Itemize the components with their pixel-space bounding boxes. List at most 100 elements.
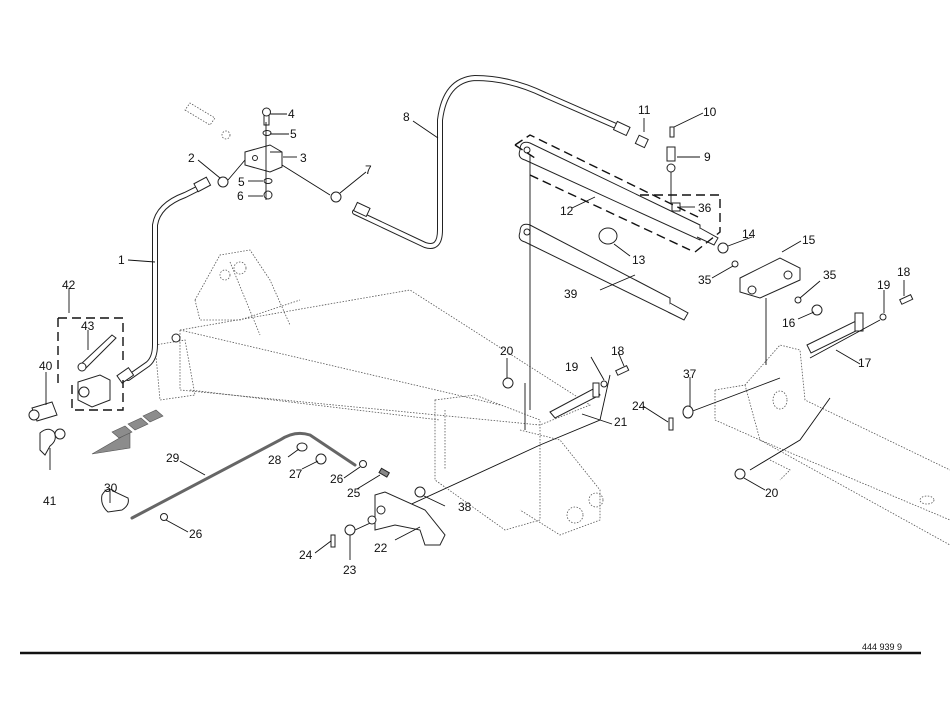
- label-29: 29: [166, 451, 180, 465]
- part-26-clip-left: [160, 513, 168, 521]
- label-39: 39: [564, 287, 578, 301]
- label-4: 4: [288, 107, 295, 121]
- label-43: 43: [81, 319, 95, 333]
- part-11-adapter: [634, 134, 649, 149]
- part-15-bracket: [739, 257, 801, 299]
- label-41: 41: [43, 494, 57, 508]
- label-15: 15: [802, 233, 816, 247]
- label-14: 14: [742, 227, 756, 241]
- hose-8: [352, 74, 631, 249]
- label-18-right: 18: [897, 265, 911, 279]
- part-18-bolt-right: [899, 293, 914, 305]
- part-26-clip-right: [359, 460, 367, 468]
- part-18-bolt-center: [615, 364, 630, 376]
- part-2-fitting: [217, 176, 229, 188]
- label-7: 7: [365, 163, 372, 177]
- label-40: 40: [39, 359, 53, 373]
- label-11: 11: [638, 103, 651, 117]
- label-3: 3: [300, 151, 307, 165]
- label-27: 27: [289, 467, 303, 481]
- label-22: 22: [374, 541, 388, 555]
- label-30: 30: [104, 481, 118, 495]
- label-38: 38: [458, 500, 472, 514]
- label-13: 13: [632, 253, 646, 267]
- part-7-fitting: [330, 191, 342, 203]
- label-35-right: 35: [823, 268, 837, 282]
- part-20-nut-center: [502, 377, 514, 389]
- label-24-right: 24: [632, 399, 646, 413]
- label-8: 8: [403, 110, 410, 124]
- label-2: 2: [188, 151, 195, 165]
- part-17-pin: [806, 312, 864, 354]
- leader-lines: [45, 112, 905, 560]
- label-26-right: 26: [330, 472, 344, 486]
- label-16: 16: [782, 316, 796, 330]
- part-42-valve: [77, 374, 111, 408]
- part-24-pin-left: [330, 534, 336, 548]
- part-41-cap: [39, 428, 66, 456]
- part-22-plate: [367, 491, 446, 546]
- part-39-cylinder: [518, 223, 689, 321]
- part-30-handle: [101, 488, 129, 513]
- label-10: 10: [703, 105, 717, 119]
- part-16-nut: [811, 304, 823, 316]
- part-labels: 1 2 3 4 5 5 6 7 8 9 10 11 12 13 14 15 16…: [39, 103, 911, 577]
- label-12: 12: [560, 204, 574, 218]
- part-28-oring: [296, 442, 308, 452]
- part-6-nut: [263, 190, 273, 200]
- part-40-coupler: [28, 401, 58, 422]
- ghost-fitting: [184, 102, 231, 140]
- part-20-nut-right: [734, 468, 746, 480]
- label-26-left: 26: [189, 527, 203, 541]
- part-9-banjo: [666, 146, 676, 173]
- part-25-nipple: [378, 467, 391, 478]
- label-20-right: 20: [765, 486, 779, 500]
- part-27-nut: [315, 453, 327, 465]
- label-5-top: 5: [290, 127, 297, 141]
- travel-direction-arrow: [91, 409, 164, 455]
- part-5-washer-top: [262, 130, 272, 136]
- part-38-washer: [414, 486, 426, 498]
- part-12-cylinder: [518, 141, 719, 246]
- label-23: 23: [343, 563, 357, 577]
- label-28: 28: [268, 453, 282, 467]
- part-13-clamp: [598, 227, 618, 245]
- right-frame: [714, 344, 950, 546]
- label-42: 42: [62, 278, 76, 292]
- part-5-washer-bottom: [263, 178, 273, 184]
- hose-1: [116, 176, 212, 384]
- assembly-box-12: [514, 134, 721, 253]
- part-35-washer-a: [731, 260, 739, 268]
- part-37-bushing: [682, 405, 694, 419]
- label-25: 25: [347, 486, 361, 500]
- label-19-right: 19: [877, 278, 891, 292]
- part-10-bolt: [669, 126, 675, 138]
- label-24-left: 24: [299, 548, 313, 562]
- part-21-pin: [549, 382, 601, 419]
- label-6: 6: [237, 189, 244, 203]
- drawing-number: 444 939 9: [862, 642, 902, 652]
- label-36: 36: [698, 201, 712, 215]
- assembly-box-42: [57, 317, 124, 411]
- label-37: 37: [683, 367, 697, 381]
- part-19-washer-center: [600, 380, 608, 388]
- label-9: 9: [704, 150, 711, 164]
- assembly-axes: [227, 122, 881, 531]
- label-1: 1: [118, 253, 125, 267]
- label-17: 17: [858, 356, 872, 370]
- part-3-block: [244, 144, 283, 173]
- part-43-lever: [77, 334, 117, 372]
- part-4-bolt: [262, 107, 271, 126]
- part-35-washer-b: [794, 296, 802, 304]
- label-5-bottom: 5: [238, 175, 245, 189]
- label-35-left: 35: [698, 273, 712, 287]
- label-18-center: 18: [611, 344, 625, 358]
- part-14-nut: [717, 242, 729, 254]
- main-frame: [154, 249, 604, 536]
- part-24-pin-right: [668, 417, 674, 431]
- part-19-washer-right: [879, 313, 887, 321]
- label-19-center: 19: [565, 360, 579, 374]
- label-20-center: 20: [500, 344, 514, 358]
- part-23-washer: [344, 524, 356, 536]
